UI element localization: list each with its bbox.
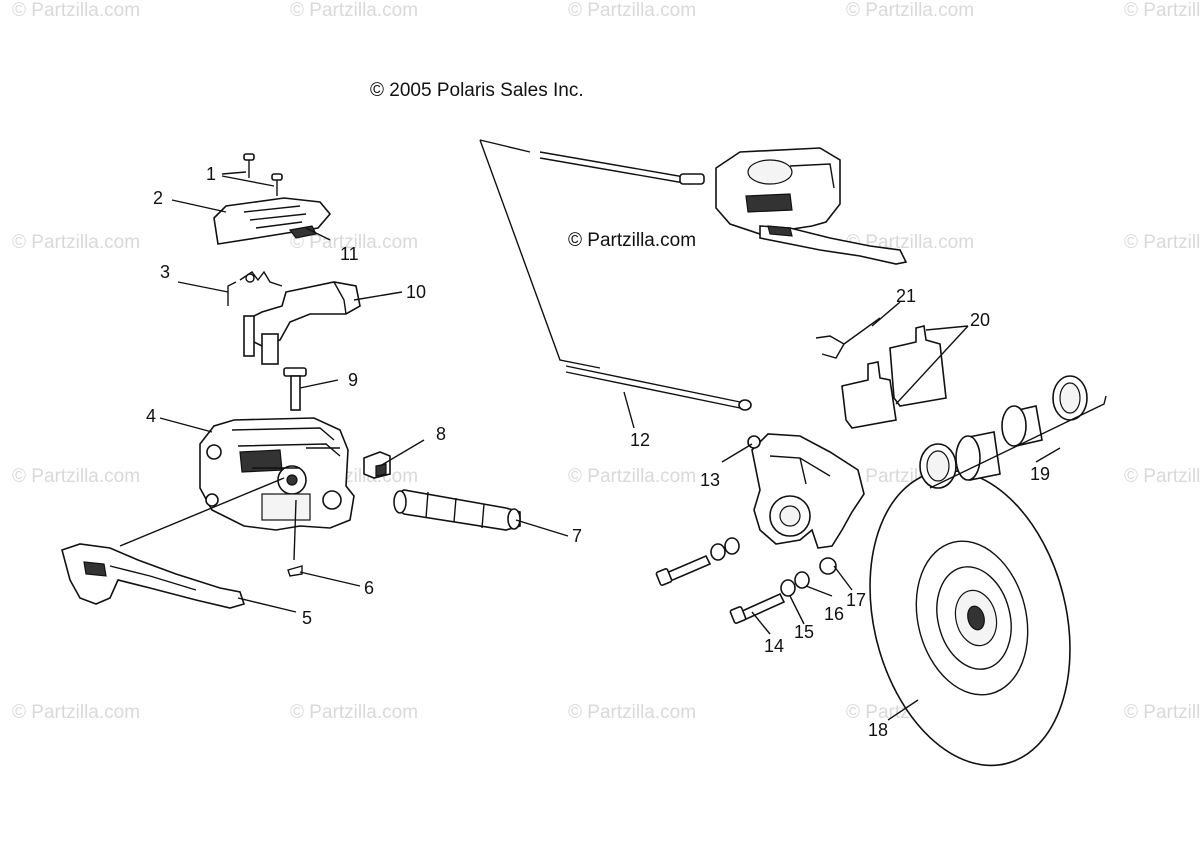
partzilla-mark: © Partzilla.com [568,230,697,251]
callout-13: 13 [700,470,721,490]
watermark: © Partzilla.com [1124,232,1200,253]
piston-part [393,489,521,531]
watermark: © Partzilla.com [1124,702,1200,723]
watermark: © Partzilla.com [12,0,141,21]
master-cylinder-assembly [715,147,908,265]
callout-4: 4 [146,406,157,426]
watermark: © Partzilla.com [1124,466,1200,487]
callout-10: 10 [406,282,427,302]
watermark: © Partzilla.com [568,0,697,21]
callout-15: 15 [794,622,815,642]
watermark: © Partzilla.com [290,232,419,253]
watermark: © Partzilla.com [568,702,697,723]
watermark: © Partzilla.com [12,232,141,253]
watermark: © Partzilla.com [12,466,141,487]
caliper-pistons-part [919,375,1107,489]
callout-5: 5 [302,608,313,628]
brake-disc-part [869,469,1071,767]
callout-16: 16 [824,604,845,624]
callout-1: 1 [206,164,217,184]
switch-block-part [363,451,391,479]
brake-line-part [479,139,752,411]
watermark: © Partzilla.com [846,0,975,21]
callout-11: 11 [340,244,359,264]
throttle-arm-part [243,281,361,365]
callout-12: 12 [630,430,651,450]
clip-part [287,565,303,577]
caliper-part [747,433,865,575]
copyright-notice: © 2005 Polaris Sales Inc. [370,80,584,101]
bolts-and-washers-part [655,537,810,624]
master-cylinder-body-part [199,417,355,531]
watermark: © Partzilla.com [12,702,141,723]
spring-part [227,270,283,306]
screws-part [243,153,283,196]
reservoir-cover-part [213,197,332,245]
callout-19: 19 [1030,464,1051,484]
callout-21: 21 [896,286,917,306]
callout-3: 3 [160,262,171,282]
callout-18: 18 [868,720,889,740]
watermark: © Partzilla.com [1124,0,1200,21]
pivot-pin-part [283,367,307,411]
leader-lines [119,171,1061,721]
callout-17: 17 [846,590,867,610]
callout-8: 8 [436,424,447,444]
callout-9: 9 [348,370,359,390]
callout-20: 20 [970,310,991,330]
watermark: © Partzilla.com [290,0,419,21]
brake-lever-part [61,543,246,609]
callout-2: 2 [153,188,164,208]
callout-6: 6 [364,578,375,598]
callout-7: 7 [572,526,583,546]
watermark: © Partzilla.com [290,702,419,723]
watermark: © Partzilla.com [568,466,697,487]
callout-14: 14 [764,636,785,656]
brake-pads-part [815,317,947,429]
